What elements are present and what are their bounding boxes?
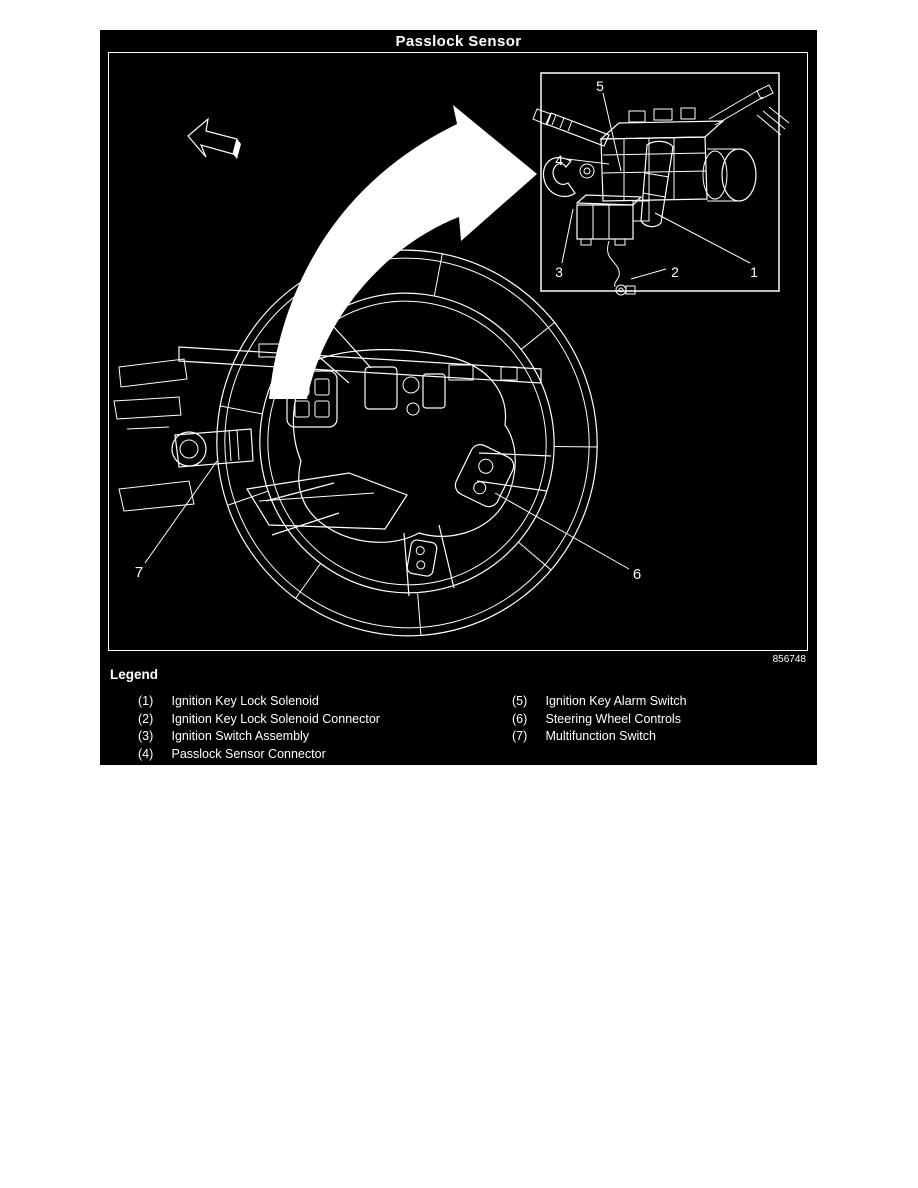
legend-item: (4) Passlock Sensor Connector [138,746,380,764]
steering-column-diagram: 5 4 3 2 1 7 6 [113,72,790,637]
callout-3-label: 3 [555,264,563,280]
legend-column-right: (5) Ignition Key Alarm Switch (6) Steeri… [512,693,687,746]
callout-7-label: 7 [135,564,143,581]
wheel-hub [292,349,516,543]
figure-title: Passlock Sensor [395,33,522,50]
steering-wheel-controls [286,366,515,577]
legend-item-number: (4) [138,746,154,761]
legend-item: (2) Ignition Key Lock Solenoid Connector [138,711,380,729]
detail-callout-arrow-icon [269,105,537,399]
callout-2-label: 2 [671,264,679,280]
legend-item-label: Multifunction Switch [545,729,656,743]
diagram-box: 5 4 3 2 1 7 6 [108,52,808,651]
legend-item-label: Ignition Key Lock Solenoid [171,694,319,708]
callout-4-label: 4 [555,152,563,168]
legend-item-number: (6) [512,711,528,726]
main-callouts: 7 6 [135,460,641,583]
legend-item-number: (7) [512,729,528,743]
inset-callouts: 5 4 3 2 1 [555,78,758,280]
legend-item-label: Steering Wheel Controls [545,711,681,726]
legend-item: (6) Steering Wheel Controls [512,711,687,729]
callout-5-label: 5 [596,78,604,94]
legend-item-number: (1) [138,694,154,708]
inset-detail-view: 5 4 3 2 1 [532,72,790,296]
legend-item-label: Ignition Switch Assembly [171,729,310,743]
callout-1-label: 1 [750,264,758,280]
callout-6-label: 6 [633,566,641,583]
legend-column-left: (1) Ignition Key Lock Solenoid (2) Ignit… [138,693,380,763]
steering-column [113,343,542,530]
figure-number: 856748 [772,654,806,665]
legend-item: (3) Ignition Switch Assembly [138,728,380,746]
legend-heading: Legend [110,667,159,682]
multifunction-switch [171,428,254,468]
legend-item: (1) Ignition Key Lock Solenoid [138,693,380,711]
legend-item-label: Ignition Key Alarm Switch [545,694,687,708]
legend-item-label: Passlock Sensor Connector [171,746,326,761]
legend-item-number: (2) [138,711,154,726]
figure-panel: Passlock Sensor [100,30,817,765]
legend-item-label: Ignition Key Lock Solenoid Connector [171,711,380,726]
legend: Legend (1) Ignition Key Lock Solenoid (2… [110,667,807,765]
legend-item: (7) Multifunction Switch [512,728,687,746]
legend-item-number: (5) [512,694,528,708]
direction-arrow-icon [187,117,241,159]
legend-item: (5) Ignition Key Alarm Switch [512,693,687,711]
legend-item-number: (3) [138,729,154,743]
